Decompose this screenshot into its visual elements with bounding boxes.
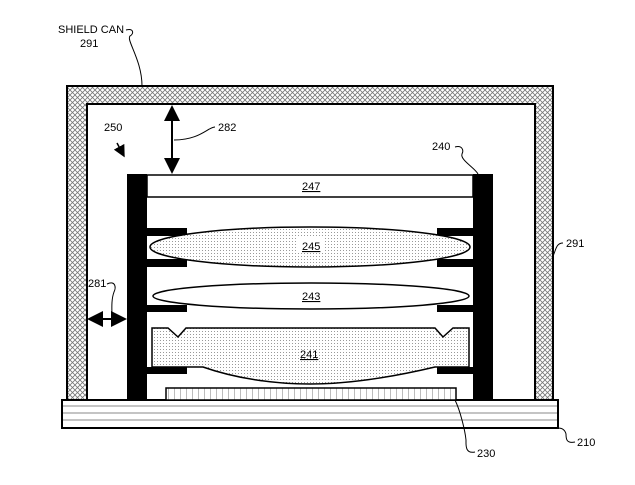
barrel-right-wall	[473, 174, 493, 400]
image-sensor-230	[165, 387, 457, 401]
label-282: 282	[218, 122, 236, 134]
label-230: 230	[477, 448, 495, 460]
label-291-right: 291	[566, 238, 584, 250]
label-247: 247	[302, 181, 320, 193]
label-210: 210	[577, 437, 595, 449]
label-245: 245	[302, 241, 320, 253]
label-241: 241	[300, 349, 318, 361]
label-240: 240	[432, 141, 450, 153]
lens-brackets	[147, 228, 473, 374]
label-shield-can: SHIELD CAN	[58, 24, 124, 36]
lens-241	[151, 327, 470, 385]
lens-243	[152, 282, 470, 310]
label-250: 250	[104, 122, 122, 134]
cover-glass-247	[146, 174, 474, 198]
leader-lines	[106, 29, 576, 453]
substrate-210	[61, 399, 559, 429]
barrel-left-wall	[127, 174, 147, 400]
label-243: 243	[302, 291, 320, 303]
label-281: 281	[88, 278, 106, 290]
label-291-top: 291	[80, 38, 98, 50]
pointer-arrow-250	[113, 142, 125, 158]
